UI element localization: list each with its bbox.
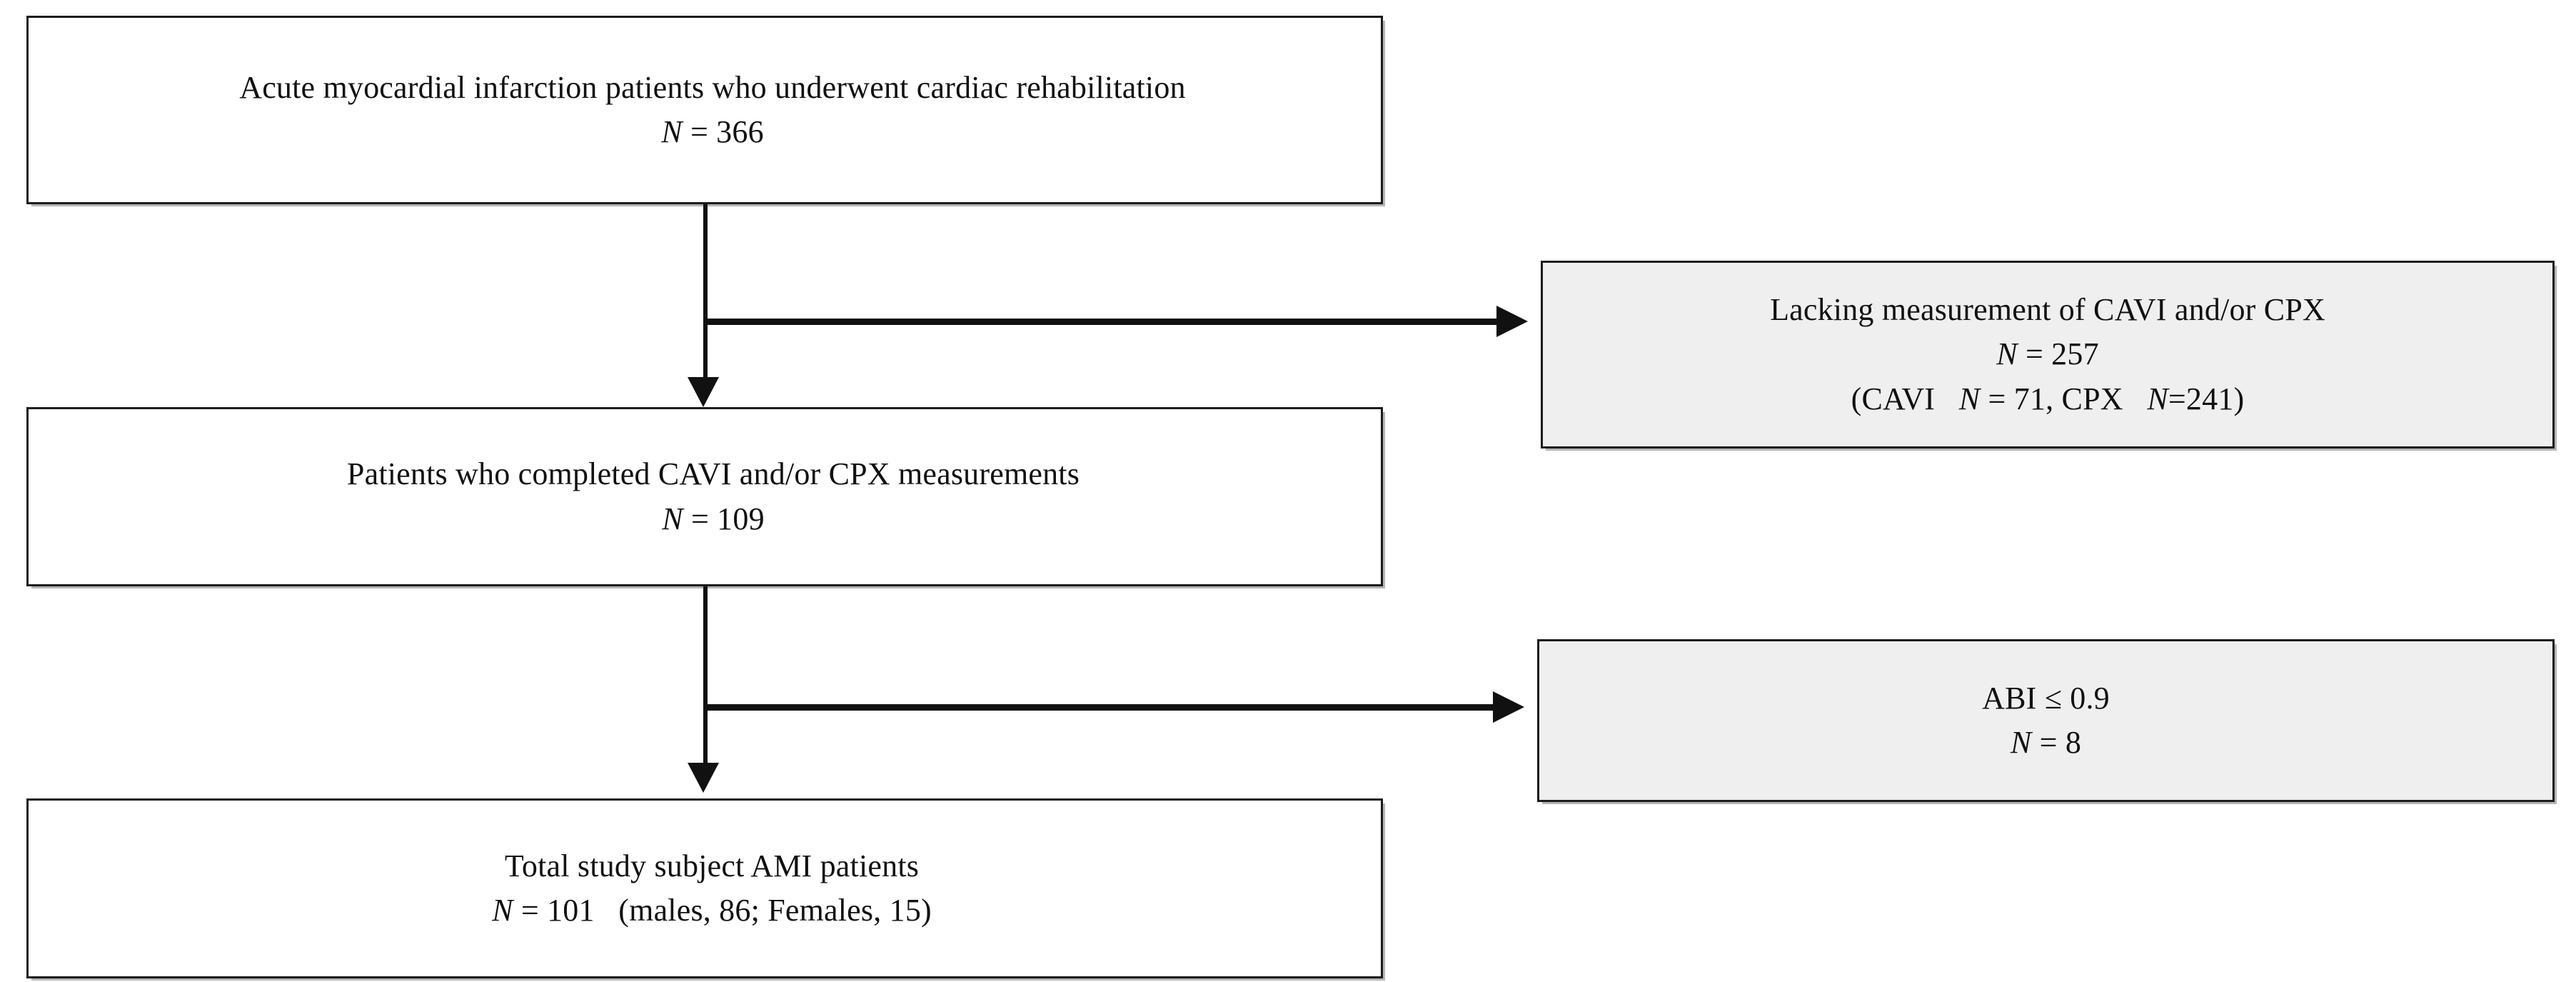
completed-description: Patients who completed CAVI and/or CPX m…	[346, 456, 1080, 492]
excluded-measurement-breakdown-prefix: (CAVI	[1851, 381, 1959, 416]
primary-count-value: = 366	[682, 114, 764, 149]
flow-box-excluded-lacking-measurement: Lacking measurement of CAVI and/or CPX N…	[1541, 261, 2555, 449]
flow-box-primary-text: Acute myocardial infarction patients who…	[36, 66, 1389, 155]
excluded-measurement-description: Lacking measurement of CAVI and/or CPX	[1770, 291, 2325, 327]
primary-count-line: N = 366	[36, 110, 1389, 154]
connector-completed-to-excluded-abi-arrowhead-icon	[1493, 691, 1524, 723]
total-n-symbol: N	[492, 893, 513, 928]
flow-box-excluded-measurement-text: Lacking measurement of CAVI and/or CPX N…	[1543, 288, 2552, 421]
excluded-measurement-cpx-value: =241)	[2168, 381, 2245, 416]
connector-primary-to-completed-stem	[703, 204, 708, 383]
flow-box-completed-measurements: Patients who completed CAVI and/or CPX m…	[26, 407, 1383, 586]
flow-box-completed-text: Patients who completed CAVI and/or CPX m…	[37, 452, 1389, 541]
excluded-measurement-cavi-n-symbol: N	[1958, 381, 1981, 416]
total-description: Total study subject AMI patients	[504, 848, 920, 883]
connector-completed-to-excluded-abi-line	[705, 704, 1494, 711]
excluded-measurement-n-symbol: N	[1996, 336, 2018, 372]
flow-box-total-study-subjects: Total study subject AMI patients N = 101…	[26, 798, 1383, 978]
excluded-abi-count-value: = 8	[2031, 725, 2082, 760]
connector-primary-to-excluded-measurement-arrowhead-icon	[1496, 306, 1528, 337]
primary-n-symbol: N	[661, 114, 683, 149]
excluded-abi-count-line: N = 8	[1539, 721, 2552, 765]
total-count-value: = 101 (males, 86; Females, 15)	[513, 893, 932, 928]
primary-description: Acute myocardial infarction patients who…	[239, 69, 1186, 105]
completed-count-line: N = 109	[37, 497, 1389, 541]
completed-n-symbol: N	[662, 501, 683, 536]
flow-box-primary-cohort: Acute myocardial infarction patients who…	[26, 16, 1383, 204]
connector-completed-to-total-arrowhead-icon	[688, 763, 719, 793]
connector-completed-to-total-stem	[703, 586, 708, 768]
connector-primary-to-completed-arrowhead-icon	[688, 377, 719, 407]
connector-primary-to-excluded-measurement-line	[705, 319, 1498, 325]
excluded-abi-n-symbol: N	[2010, 725, 2032, 760]
excluded-measurement-count-line: N = 257	[1543, 332, 2552, 376]
excluded-measurement-cavi-value: = 71, CPX	[1980, 381, 2148, 416]
flow-box-excluded-abi-text: ABI ≤ 0.9 N = 8	[1539, 676, 2552, 766]
excluded-measurement-count-value: = 257	[2017, 336, 2099, 372]
total-count-line: N = 101 (males, 86; Females, 15)	[36, 888, 1388, 933]
flow-box-excluded-low-abi: ABI ≤ 0.9 N = 8	[1537, 639, 2555, 802]
completed-count-value: = 109	[683, 501, 765, 536]
excluded-measurement-breakdown-line: (CAVI N = 71, CPX N=241)	[1543, 377, 2552, 421]
flow-box-total-text: Total study subject AMI patients N = 101…	[36, 844, 1388, 933]
excluded-measurement-cpx-n-symbol: N	[2147, 381, 2168, 416]
excluded-abi-criterion: ABI ≤ 0.9	[1982, 680, 2110, 716]
